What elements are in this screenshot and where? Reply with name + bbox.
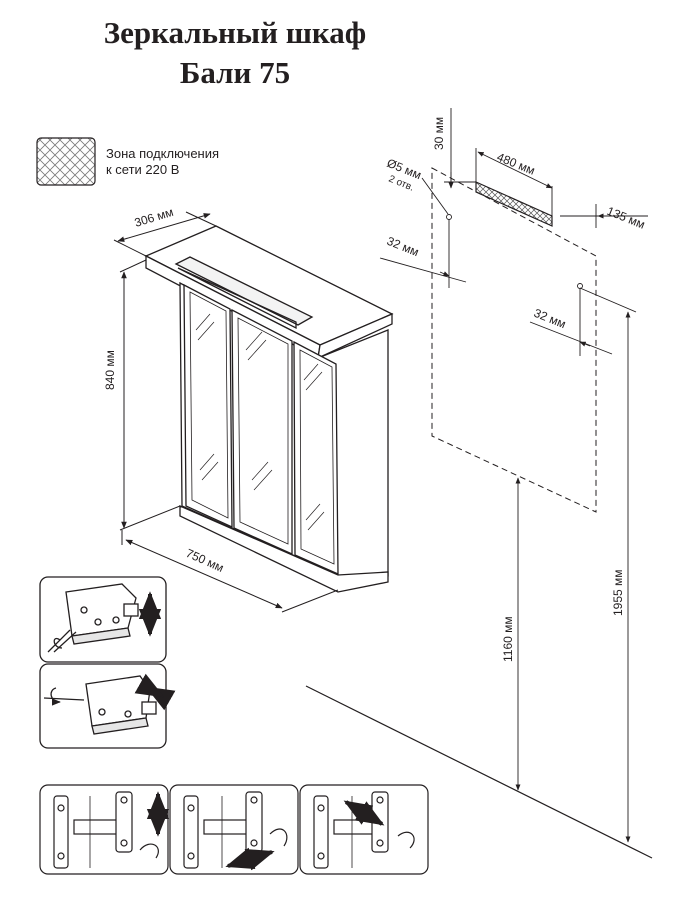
wall-dimensions <box>379 108 648 843</box>
legend-line2: к сети 220 В <box>106 162 179 177</box>
zone-width-label: 480 мм <box>495 150 537 178</box>
right-offset-label: 135 мм <box>605 204 647 232</box>
legend: Зона подключения к сети 220 В <box>36 137 219 186</box>
top-offset-label: 30 мм <box>432 117 446 150</box>
page-subtitle: Бали 75 <box>179 55 291 90</box>
page-title: Зеркальный шкаф <box>103 15 367 50</box>
door-hinge-lateral-panel <box>169 784 299 875</box>
width-dimension-label: 750 мм <box>184 546 226 575</box>
height-dimension-label: 840 мм <box>103 350 117 390</box>
left-hole-offset-label: 32 мм <box>385 234 421 259</box>
floor-to-hole-label: 1160 мм <box>501 616 515 662</box>
wall-layout <box>305 167 653 859</box>
door-hinge-vertical-panel <box>39 784 170 875</box>
hinge-adjust-depth-panel <box>39 663 176 749</box>
cabinet-drawing <box>144 225 394 593</box>
cabinet-dimensions <box>113 211 339 613</box>
legend-line1: Зона подключения <box>106 146 219 161</box>
connection-zone-swatch <box>36 137 96 186</box>
door-hinge-depth-panel <box>299 784 429 875</box>
floor-to-top-label: 1955 мм <box>611 569 625 616</box>
hinge-adjust-vertical-panel <box>39 576 167 663</box>
right-hole-offset-label: 32 мм <box>532 306 568 331</box>
